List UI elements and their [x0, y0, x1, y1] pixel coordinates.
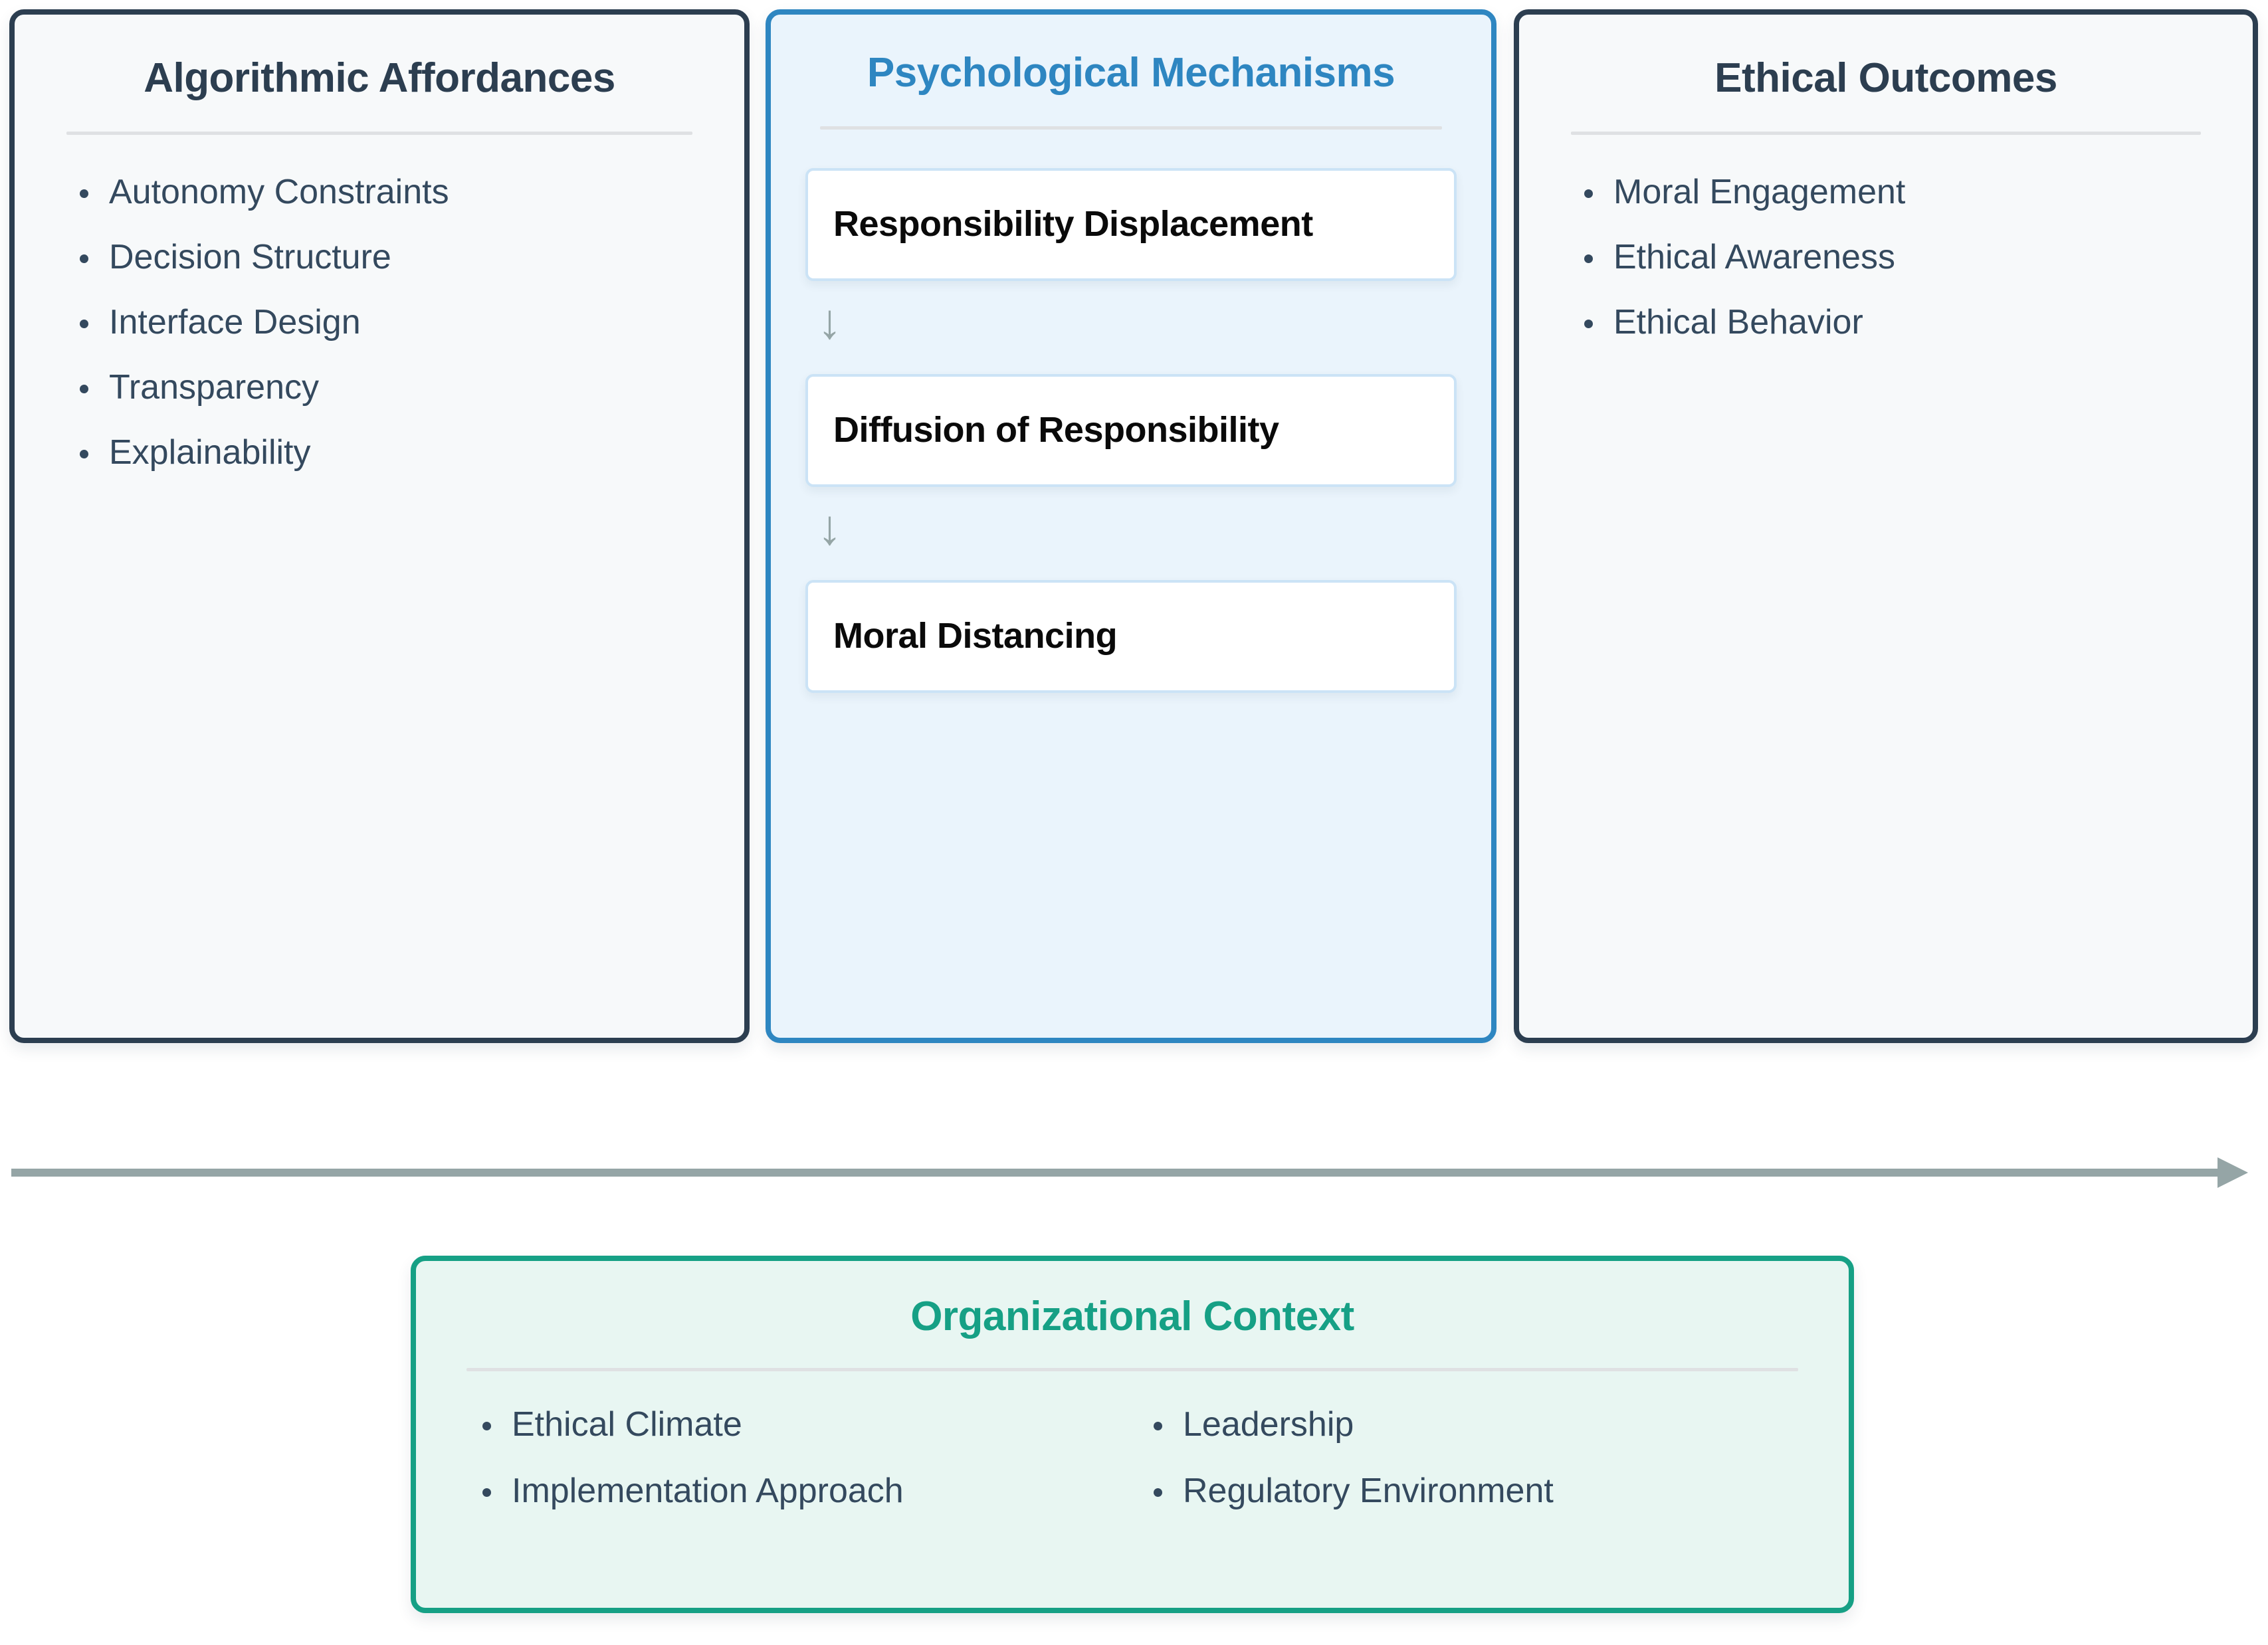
title-divider	[1571, 131, 2201, 135]
mechanism-label: Diffusion of Responsibility	[833, 410, 1279, 450]
list-item: Ethical Awareness	[1568, 240, 2253, 274]
panel-ethical-outcomes: Ethical Outcomes Moral Engagement Ethica…	[1514, 9, 2258, 1043]
panel-title-ethical-outcomes: Ethical Outcomes	[1714, 55, 2057, 101]
mechanism-stack: Responsibility Displacement ↓ Diffusion …	[771, 130, 1491, 693]
context-list-left: Ethical Climate Implementation Approach	[466, 1407, 1138, 1508]
list-item: Decision Structure	[64, 240, 744, 274]
panel-algorithmic-affordances: Algorithmic Affordances Autonomy Constra…	[9, 9, 750, 1043]
panel-title-algorithmic-affordances: Algorithmic Affordances	[144, 55, 615, 101]
down-arrow-icon: ↓	[817, 293, 842, 349]
flow-arrow-head	[2217, 1157, 2248, 1188]
context-columns: Ethical Climate Implementation Approach …	[416, 1371, 1849, 1540]
list-item: Autonomy Constraints	[64, 175, 744, 209]
title-divider	[820, 126, 1442, 130]
list-item: Interface Design	[64, 305, 744, 339]
context-column-right: Leadership Regulatory Environment	[1138, 1407, 1809, 1540]
list-item: Explainability	[64, 435, 744, 470]
list-item: Moral Engagement	[1568, 175, 2253, 209]
panel-psychological-mechanisms: Psychological Mechanisms Responsibility …	[766, 9, 1496, 1043]
outcomes-list: Moral Engagement Ethical Awareness Ethic…	[1519, 135, 2253, 339]
mechanism-box-responsibility-displacement: Responsibility Displacement	[805, 167, 1457, 281]
context-list-right: Leadership Regulatory Environment	[1138, 1407, 1809, 1508]
panel-title-psychological-mechanisms: Psychological Mechanisms	[867, 50, 1395, 96]
list-item: Transparency	[64, 370, 744, 405]
list-item: Ethical Climate	[466, 1407, 1138, 1442]
affordances-list: Autonomy Constraints Decision Structure …	[15, 135, 744, 470]
title-divider	[466, 1368, 1798, 1371]
context-column-left: Ethical Climate Implementation Approach	[466, 1407, 1138, 1540]
flow-arrow-right-icon	[11, 1153, 2257, 1193]
mechanism-label: Moral Distancing	[833, 616, 1118, 656]
title-divider	[66, 131, 692, 135]
panel-organizational-context: Organizational Context Ethical Climate I…	[411, 1256, 1854, 1613]
flow-arrow-line	[11, 1169, 2224, 1177]
panel-title-organizational-context: Organizational Context	[910, 1294, 1354, 1339]
mechanism-box-diffusion-of-responsibility: Diffusion of Responsibility	[805, 373, 1457, 487]
list-item: Regulatory Environment	[1138, 1474, 1809, 1508]
list-item: Implementation Approach	[466, 1474, 1138, 1508]
framework-columns: Algorithmic Affordances Autonomy Constra…	[9, 9, 2258, 1043]
list-item: Ethical Behavior	[1568, 305, 2253, 339]
mechanism-box-moral-distancing: Moral Distancing	[805, 579, 1457, 693]
list-item: Leadership	[1138, 1407, 1809, 1442]
down-arrow-icon: ↓	[817, 499, 842, 555]
mechanism-label: Responsibility Displacement	[833, 204, 1313, 244]
